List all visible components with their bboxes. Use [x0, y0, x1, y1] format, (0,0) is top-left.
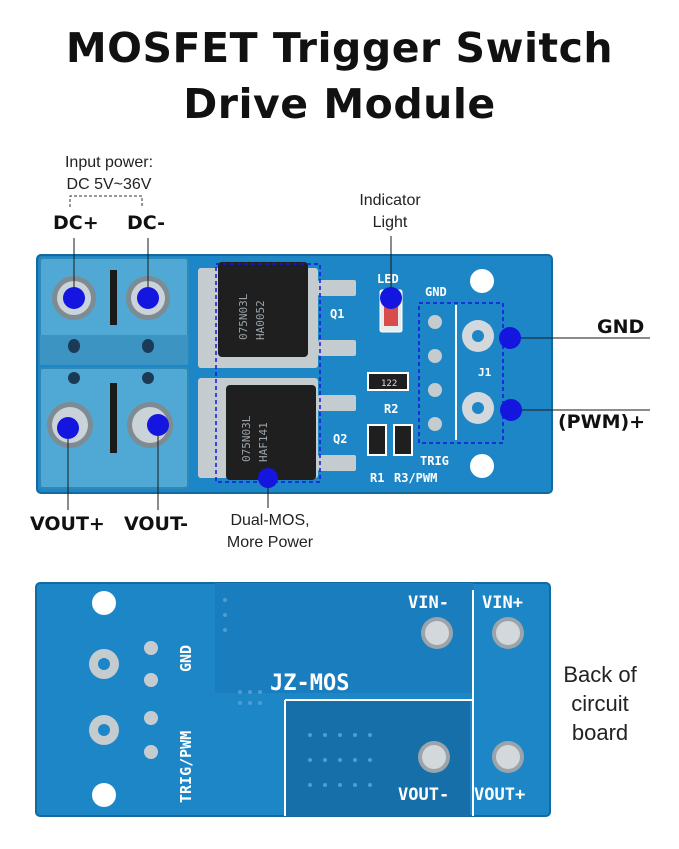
chip1-text-line1: 075N03L [237, 293, 250, 340]
terminal-slot-bottom [110, 383, 117, 453]
vout-plus-label: VOUT+ [30, 513, 105, 535]
input-power-line2: DC 5V~36V [66, 176, 152, 193]
silk-r1: R1 [370, 471, 384, 485]
input-power-line1: Input power: [64, 154, 154, 171]
dual-mos-line2: More Power [226, 534, 314, 551]
back-silk-vout-minus: VOUT- [398, 785, 449, 805]
chip2-text-line1: 075N03L [240, 415, 253, 462]
silk-j1: J1 [478, 366, 492, 379]
header-pin-1 [428, 315, 442, 329]
indicator-line2: Light [372, 214, 408, 231]
resistor-code: 122 [381, 379, 397, 389]
silk-gnd: GND [425, 285, 447, 299]
back-silk-gnd: GND [177, 645, 195, 672]
page-title-line1: MOSFET Trigger Switch [65, 24, 614, 72]
signal-highlight-box [418, 302, 504, 444]
back-silk-vin-minus: VIN- [408, 593, 449, 613]
resistor-r3 [393, 424, 413, 456]
back-vias [223, 598, 372, 787]
silk-led: LED [377, 272, 399, 286]
silk-r2: R2 [384, 402, 398, 416]
chip1-text-line2: HA0052 [254, 300, 267, 340]
silk-q2: Q2 [333, 432, 347, 446]
mosfet-q1-chip [218, 262, 308, 357]
back-silk-vout-plus: VOUT+ [474, 785, 525, 805]
mount-hole-bottom [470, 454, 494, 478]
dc-minus-label: DC- [127, 212, 166, 234]
marker-vout-minus [147, 414, 169, 436]
marker-pwm [500, 399, 522, 421]
back-line2: circuit [571, 691, 629, 716]
header-pin-2 [428, 349, 442, 363]
header-pin-3 [428, 383, 442, 397]
back-silk-vin-plus: VIN+ [482, 593, 523, 613]
back-line1: Back of [563, 662, 637, 687]
mount-hole-top [470, 269, 494, 293]
input-power-bracket [69, 195, 143, 207]
pwm-label: (PWM)+ [558, 411, 646, 433]
vout-minus-label: VOUT- [124, 513, 189, 535]
front-markers [57, 236, 650, 510]
back-screw-vin-plus [492, 617, 524, 649]
dual-mos-line1: Dual-MOS, [230, 512, 310, 529]
dc-plus-label: DC+ [53, 212, 99, 234]
silk-trig: TRIG [420, 454, 449, 468]
back-of-board-label: Back of circuit board [545, 660, 655, 747]
silk-q1: Q1 [330, 307, 344, 321]
header-pin-4 [428, 417, 442, 431]
marker-dual-mos [258, 468, 278, 488]
terminal-slot-top [110, 270, 117, 325]
input-power-label: Input power: DC 5V~36V [44, 152, 174, 196]
terminal-divider [40, 335, 188, 365]
chip2-text-line2: HAF141 [257, 422, 270, 462]
marker-vout-plus [57, 417, 79, 439]
dual-mos-label: Dual-MOS, More Power [210, 510, 330, 554]
marker-dc-plus [63, 287, 85, 309]
back-line3: board [571, 720, 629, 745]
back-screw-vout-minus [418, 741, 450, 773]
back-silk-trig-pwm: TRIG/PWM [177, 731, 195, 803]
marker-indicator-light [380, 287, 402, 309]
marker-dc-minus [137, 287, 159, 309]
page-title-line2: Drive Module [183, 80, 496, 128]
marker-gnd [499, 327, 521, 349]
resistor-r1 [367, 424, 387, 456]
indicator-light-label: Indicator Light [335, 190, 445, 234]
indicator-line1: Indicator [359, 192, 421, 209]
gnd-label: GND [597, 316, 645, 338]
resistor-r2 [367, 372, 409, 391]
front-pcb: 075N03L HA0052 075N03L HAF141 LED GND Q1… [36, 254, 553, 494]
back-screw-vin-minus [421, 617, 453, 649]
back-pcb: VIN- VIN+ JZ-MOS VOUT- VOUT+ GND TRIG/PW… [35, 582, 551, 817]
back-screw-vout-plus [492, 741, 524, 773]
mosfet-q2-chip [226, 385, 316, 480]
back-silk-jz-mos: JZ-MOS [270, 671, 349, 696]
silk-r3-pwm: R3/PWM [394, 471, 437, 485]
